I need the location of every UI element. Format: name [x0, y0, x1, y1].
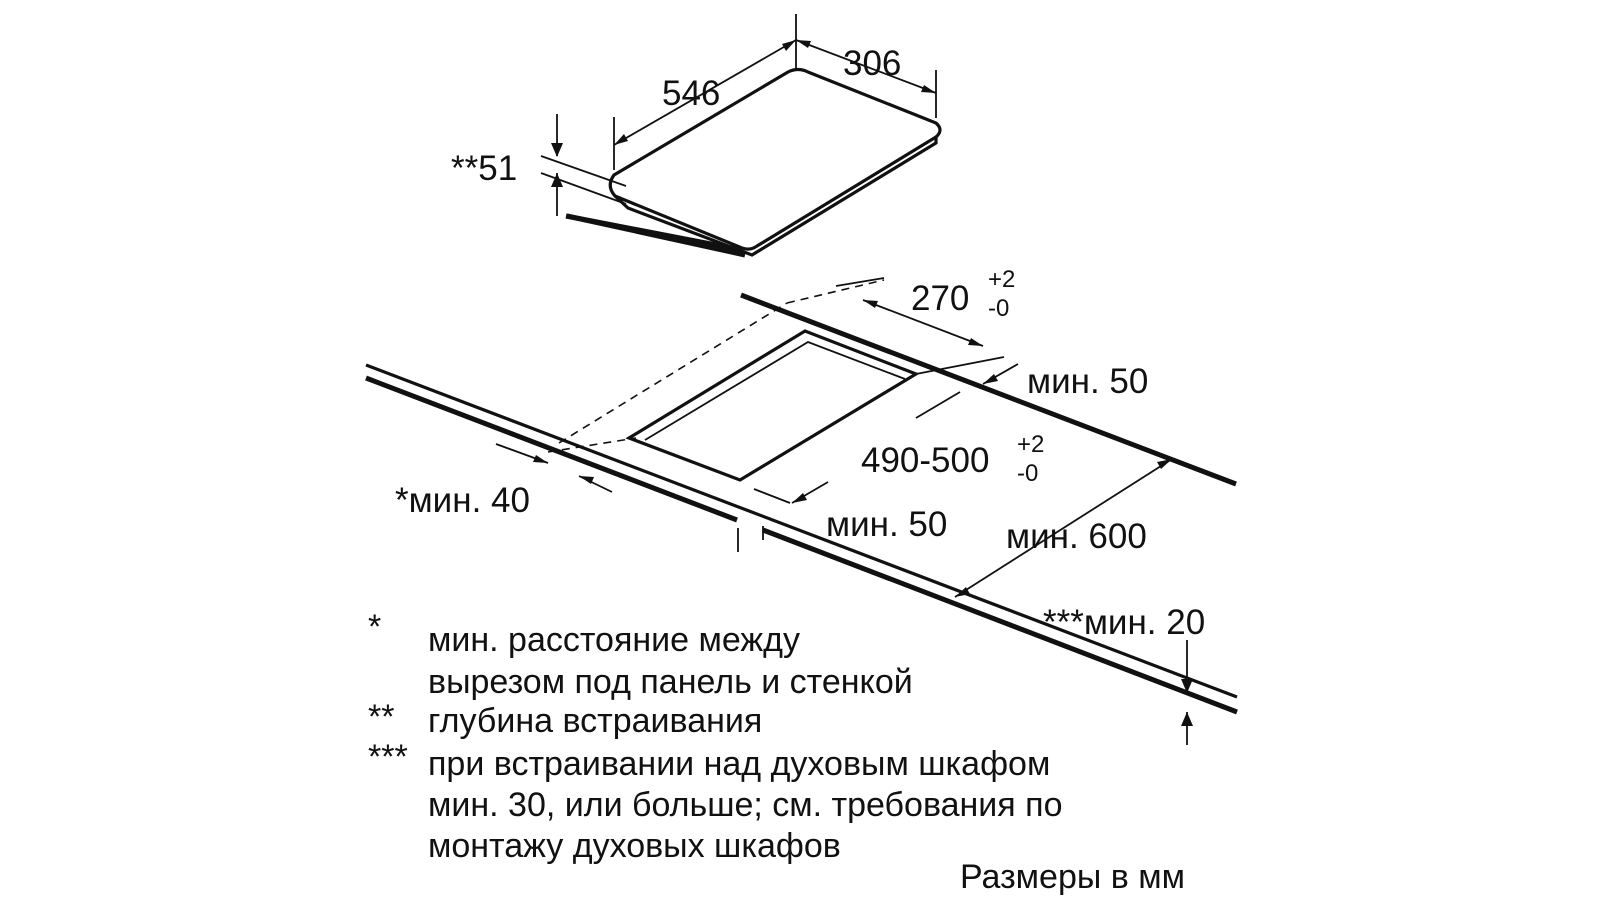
note-3-line-3: монтажу духовых шкафов	[428, 827, 841, 865]
label-306: 306	[843, 44, 901, 83]
label-270: 270	[911, 279, 969, 318]
note-3-line-2: мин. 30, или больше; см. требования по	[428, 786, 1062, 824]
label-546: 546	[662, 74, 720, 113]
countertop-back-edge	[740, 292, 1237, 487]
hob-base-line	[566, 213, 746, 258]
hidden-line-1	[558, 302, 788, 444]
hidden-line-2	[547, 437, 637, 453]
countertop-front-edge-a	[365, 375, 738, 523]
length-dim-line	[613, 39, 797, 146]
label-min-50-side: мин. 50	[826, 505, 947, 544]
note-2-mark: **	[368, 698, 394, 736]
cutout-length-ext	[915, 391, 961, 419]
back-gap-ext	[915, 356, 1005, 375]
label-min-50-back: мин. 50	[1027, 362, 1148, 401]
hob-drawing	[540, 14, 942, 258]
cutout-inner-edge	[644, 341, 906, 441]
hidden-line-3	[786, 279, 885, 304]
side-gap-ext	[753, 488, 791, 504]
note-1-line-2: вырезом под панель и стенкой	[428, 663, 913, 701]
label-depth-51: **51	[451, 149, 517, 188]
note-3-line-1: при встраивании над духовым шкафом	[428, 745, 1050, 783]
units-label: Размеры в мм	[960, 858, 1185, 896]
label-490-500-plus: +2	[1017, 431, 1044, 458]
label-min-20: ***мин. 20	[1043, 603, 1205, 642]
label-min-40: *мин. 40	[395, 481, 530, 520]
label-270-plus: +2	[988, 266, 1015, 293]
countertop-front-top	[365, 363, 1238, 699]
cutout-width-ext	[835, 277, 885, 287]
note-2-line-1: глубина встраивания	[428, 702, 762, 740]
note-1-line-1: мин. расстояние между	[428, 621, 800, 659]
label-270-minus: -0	[988, 295, 1009, 322]
footnotes: * мин. расстояние между вырезом под пане…	[368, 608, 1062, 865]
label-min-600: мин. 600	[1006, 517, 1147, 556]
depth-ext-top	[540, 155, 627, 187]
note-1-mark: *	[368, 608, 381, 646]
label-490-500: 490-500	[861, 441, 989, 480]
label-490-500-minus: -0	[1017, 460, 1038, 487]
countertop-front-edge-b	[762, 527, 1238, 715]
depth-600-dim-line	[954, 458, 1173, 598]
width-dim-line	[795, 39, 937, 94]
countertop-drawing	[365, 277, 1238, 745]
note-3-mark: ***	[368, 738, 408, 776]
hob-top-plate	[608, 67, 942, 251]
cutout-width-dim-line	[862, 299, 984, 347]
